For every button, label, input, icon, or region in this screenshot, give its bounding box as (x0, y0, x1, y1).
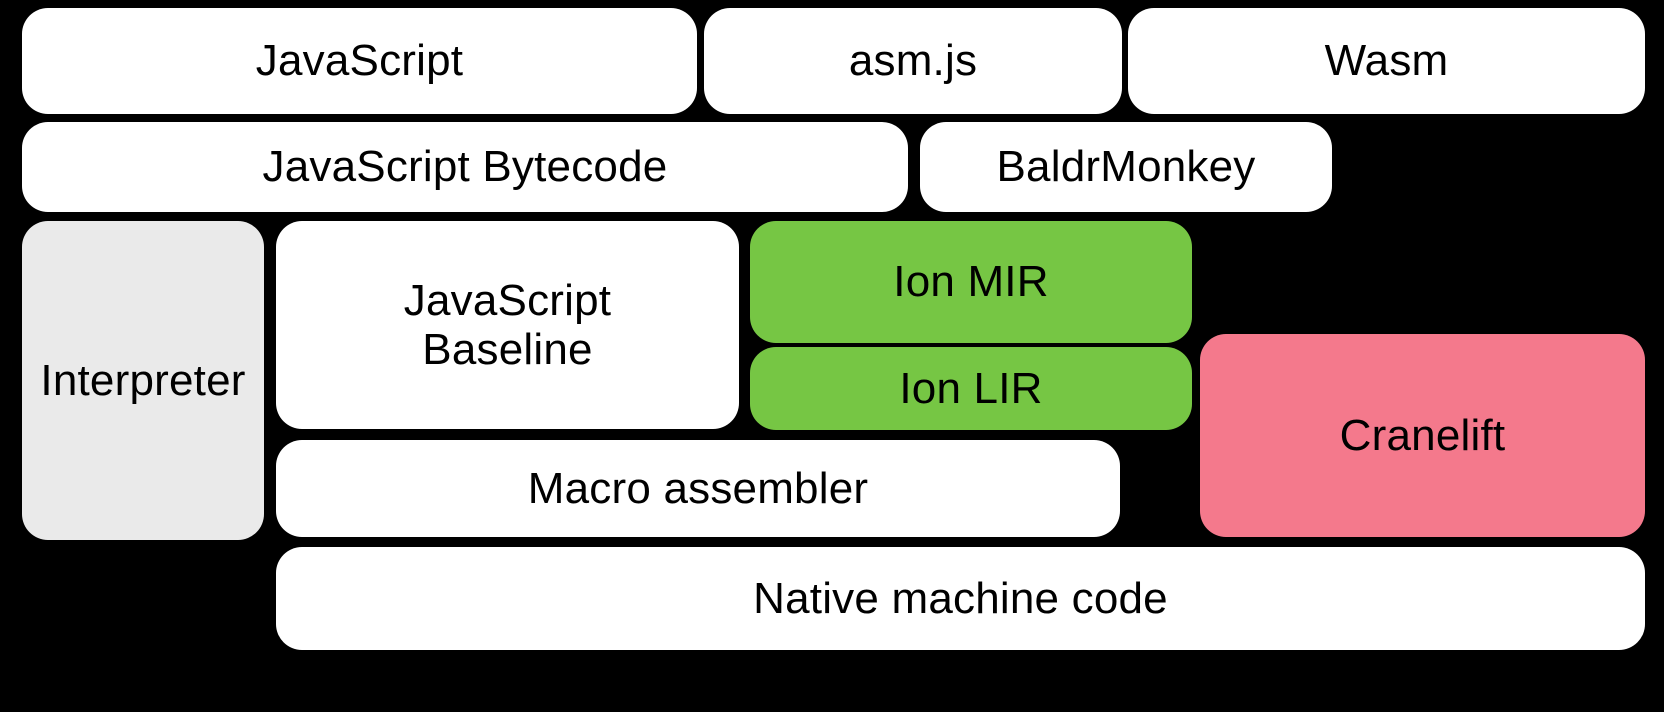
node-ion-lir: Ion LIR (750, 347, 1192, 430)
node-javascript-baseline: JavaScript Baseline (276, 221, 739, 429)
node-javascript: JavaScript (22, 8, 697, 114)
node-cranelift: Cranelift (1200, 334, 1645, 537)
node-javascript-bytecode: JavaScript Bytecode (22, 122, 908, 212)
node-native-machine-code: Native machine code (276, 547, 1645, 650)
node-wasm: Wasm (1128, 8, 1645, 114)
node-ion-mir: Ion MIR (750, 221, 1192, 343)
node-interpreter: Interpreter (22, 221, 264, 540)
node-asm-js: asm.js (704, 8, 1122, 114)
node-baldrmonkey: BaldrMonkey (920, 122, 1332, 212)
node-macro-assembler: Macro assembler (276, 440, 1120, 537)
